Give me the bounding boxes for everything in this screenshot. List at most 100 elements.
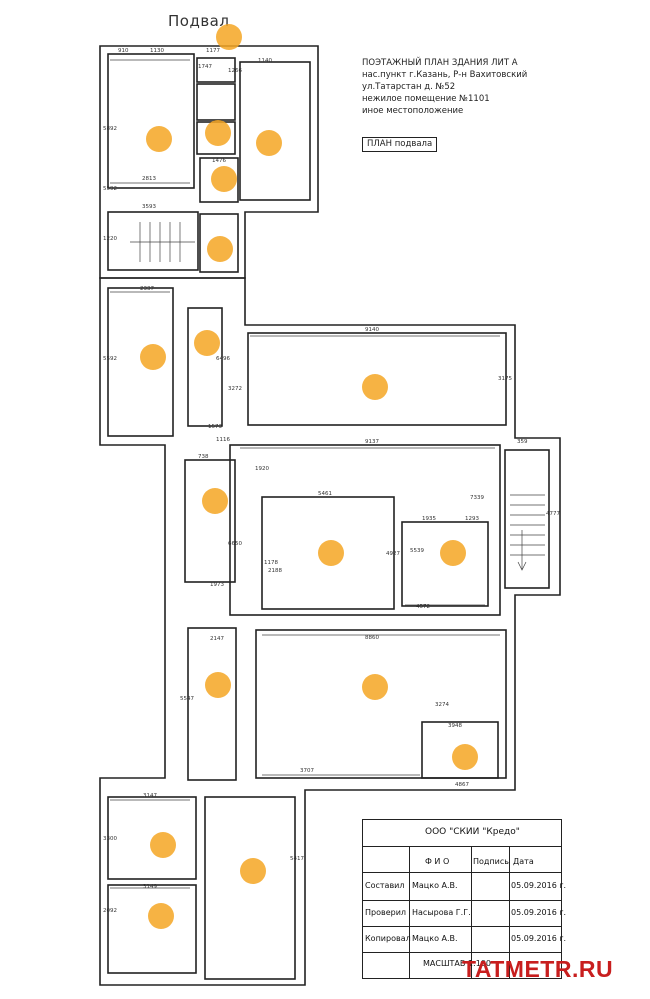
dimension-label: 1116 — [216, 437, 230, 443]
dimension-label: 5417 — [290, 856, 304, 862]
stamp-name: Насырова Г.Г. — [412, 908, 471, 917]
room-9 — [247, 332, 507, 426]
stamp-date: 05.09.2016 г. — [511, 881, 567, 890]
dimension-label: 7339 — [470, 495, 484, 501]
dimension-label: 2092 — [103, 908, 117, 914]
room-14 — [187, 627, 237, 781]
dimension-label: 1973 — [210, 582, 224, 588]
dimension-label: 1266 — [228, 68, 242, 74]
stamp-role: Проверил — [365, 908, 407, 917]
dimension-label: 2337 — [140, 286, 154, 292]
dimension-label: 2813 — [142, 176, 156, 182]
dimension-label: 1177 — [206, 48, 220, 54]
room-6 — [199, 157, 239, 203]
dimension-label: 1220 — [103, 236, 117, 242]
room-marker — [256, 130, 282, 156]
dimension-label: 6650 — [228, 541, 242, 547]
room-marker — [150, 832, 176, 858]
stamp-org: ООО "СКИИ "Кредо" — [425, 827, 520, 837]
plan-label: ПЛАН подвала — [362, 137, 438, 152]
dimension-label: 8860 — [365, 635, 379, 641]
dimension-label: 3593 — [142, 204, 156, 210]
stamp-col-date: Дата — [513, 857, 534, 866]
stamp-date: 05.09.2016 г. — [511, 908, 567, 917]
stamp-col-sign: Подпись — [473, 857, 509, 866]
header-line: нас.пункт г.Казань, Р-н Вахитовский — [362, 70, 528, 80]
room-18 — [204, 796, 296, 980]
room-marker — [240, 858, 266, 884]
room-1 — [107, 53, 195, 189]
dimension-label: 5547 — [180, 696, 194, 702]
dimension-label: 3300 — [103, 836, 117, 842]
dimension-label: 5539 — [410, 548, 424, 554]
room-13 — [401, 521, 489, 607]
room-15 — [255, 629, 507, 779]
dimension-label: 5592 — [103, 356, 117, 362]
stamp-name: Мацко А.В. — [412, 881, 458, 890]
stamp-col-fio: Ф И О — [425, 857, 450, 866]
dimension-label: 1178 — [264, 560, 278, 566]
dimension-label: 3272 — [228, 386, 242, 392]
dimension-label: 5892 — [103, 126, 117, 132]
dimension-label: 1476 — [212, 158, 226, 164]
plan-title: Подвал — [168, 12, 230, 30]
room-marker — [207, 236, 233, 262]
header-line: ПОЭТАЖНЫЙ ПЛАН ЗДАНИЯ ЛИТ А — [362, 58, 518, 68]
dimension-label: 1130 — [150, 48, 164, 54]
dimension-label: 1140 — [258, 58, 272, 64]
room-11 — [229, 444, 501, 616]
room-19 — [107, 884, 197, 974]
room-marker — [318, 540, 344, 566]
corridor-1 — [187, 307, 223, 427]
stair-room-2 — [504, 449, 550, 589]
room-2 — [196, 57, 236, 83]
dimension-label: 4927 — [386, 551, 400, 557]
dimension-label: 4572 — [416, 604, 430, 610]
room-7 — [199, 213, 239, 273]
dimension-label: 3948 — [448, 723, 462, 729]
room-marker — [140, 344, 166, 370]
stair-room — [107, 211, 199, 271]
room-8 — [107, 287, 174, 437]
stamp-role: Составил — [365, 881, 405, 890]
room-marker — [216, 24, 242, 50]
dimension-label: 2188 — [268, 568, 282, 574]
room-10 — [184, 459, 236, 583]
room-marker — [211, 166, 237, 192]
stamp-date: 05.09.2016 г. — [511, 934, 567, 943]
header-line: ул.Татарстан д. №52 — [362, 82, 456, 92]
room-16 — [421, 721, 499, 779]
dimension-label: 2147 — [210, 636, 224, 642]
room-marker — [146, 126, 172, 152]
stamp-name: Мацко А.В. — [412, 934, 458, 943]
room-marker — [452, 744, 478, 770]
room-marker — [362, 674, 388, 700]
title-stamp: ООО "СКИИ "Кредо" Ф И О Подпись Дата Сос… — [362, 819, 566, 979]
dimension-label: 1573 — [208, 424, 222, 430]
room-marker — [148, 903, 174, 929]
dimension-label: 6496 — [216, 356, 230, 362]
stamp-scale: МАСШТАБ 1:100 — [423, 959, 491, 968]
room-marker — [205, 120, 231, 146]
dimension-label: 1293 — [465, 516, 479, 522]
dimension-label: 910 — [118, 48, 129, 54]
stamp-role: Копировал — [365, 934, 411, 943]
dimension-label: 5592 — [103, 186, 117, 192]
dimension-label: 3175 — [498, 376, 512, 382]
dimension-label: 1747 — [198, 64, 212, 70]
room-marker — [362, 374, 388, 400]
dimension-label: 738 — [198, 454, 209, 460]
header-line: иное местоположение — [362, 106, 464, 116]
dimension-label: 5461 — [318, 491, 332, 497]
room-marker — [194, 330, 220, 356]
dimension-label: 1920 — [255, 466, 269, 472]
room-marker — [202, 488, 228, 514]
room-5 — [239, 61, 311, 201]
watermark: TATMETR.RU — [462, 956, 614, 982]
outer-wall — [99, 277, 561, 986]
room-marker — [205, 672, 231, 698]
dimension-label: 9140 — [365, 327, 379, 333]
dimension-label: 4867 — [455, 782, 469, 788]
dimension-label: 3707 — [300, 768, 314, 774]
